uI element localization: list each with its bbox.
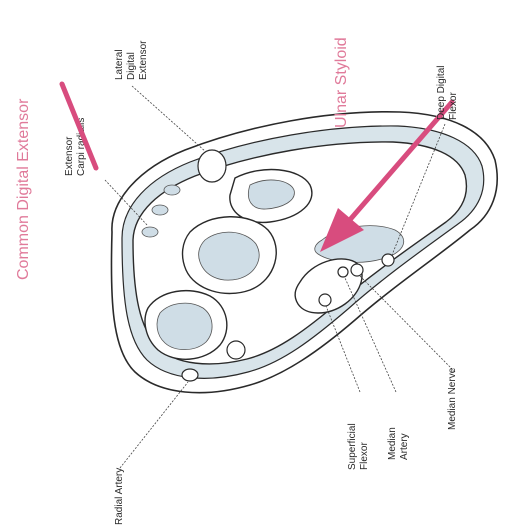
median-artery-circle	[338, 267, 348, 277]
svg-text:Superficial: Superficial	[347, 423, 358, 470]
svg-text:Median: Median	[387, 427, 398, 460]
svg-text:Lateral: Lateral	[114, 49, 125, 80]
radial-artery-circle	[182, 369, 198, 381]
svg-text:Artery: Artery	[399, 433, 410, 460]
label-deep-digital-flexor: Deep Digital Flexor	[436, 66, 459, 120]
flexor-small-circle	[382, 254, 394, 266]
svg-text:Flexor: Flexor	[359, 442, 370, 470]
bone-lower	[145, 291, 227, 360]
superficial-flexor-circle	[319, 294, 331, 306]
label-superficial-flexor: Superficial Flexor	[347, 423, 370, 470]
svg-text:Extensor: Extensor	[64, 136, 75, 176]
title-common-digital-extensor: Common Digital Extensor	[15, 98, 32, 280]
label-lateral-digital-extensor: Lateral Digital Extensor	[114, 40, 149, 80]
small-bone	[227, 341, 245, 359]
label-radial-artery: Radial Artery	[114, 468, 125, 525]
label-extensor-carpi-radialis: Extensor Carpi radialis	[64, 118, 87, 176]
svg-text:Flexor: Flexor	[448, 92, 459, 120]
label-ulnar-styloid: Ulnar Styloid	[333, 37, 350, 128]
median-nerve-circle	[351, 264, 363, 276]
label-median-artery: Median Artery	[387, 427, 410, 460]
svg-text:Extensor: Extensor	[138, 40, 149, 80]
lateral-digital-extensor-tendon	[198, 150, 226, 182]
svg-text:Deep Digital: Deep Digital	[436, 66, 447, 120]
label-median-nerve: Median Nerve	[447, 367, 458, 430]
bone-middle	[183, 217, 277, 294]
svg-text:Digital: Digital	[126, 52, 137, 80]
